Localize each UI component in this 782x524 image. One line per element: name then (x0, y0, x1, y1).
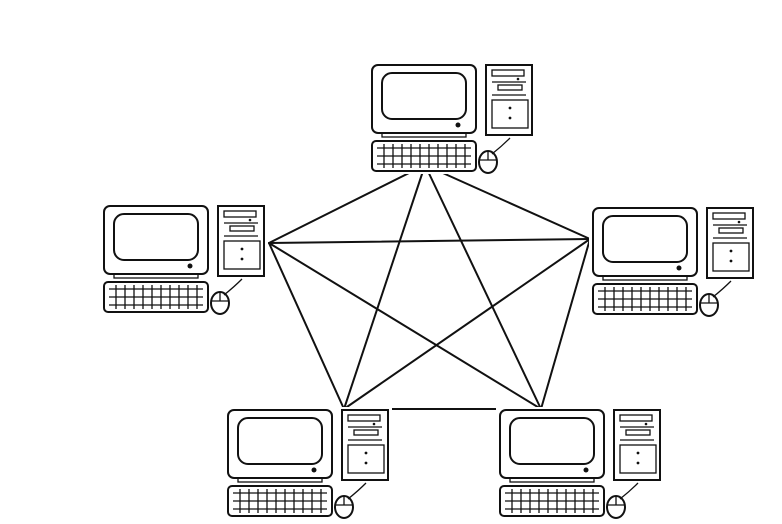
link-right-bottom-left (343, 238, 591, 410)
node-bottom-left-computer (224, 407, 392, 519)
link-top-right (424, 164, 591, 240)
link-top-left (268, 164, 426, 244)
link-top-bottom-left (343, 164, 426, 410)
link-top-bottom-right (424, 164, 542, 410)
node-left-computer (100, 203, 268, 315)
node-right-computer (589, 205, 757, 317)
link-left-right (268, 238, 591, 244)
node-bottom-right-computer (496, 407, 664, 519)
link-left-bottom-left (268, 242, 345, 410)
link-right-bottom-right (540, 238, 591, 410)
link-left-bottom-right (268, 242, 542, 410)
network-links (268, 164, 591, 410)
node-top-computer (368, 62, 536, 174)
